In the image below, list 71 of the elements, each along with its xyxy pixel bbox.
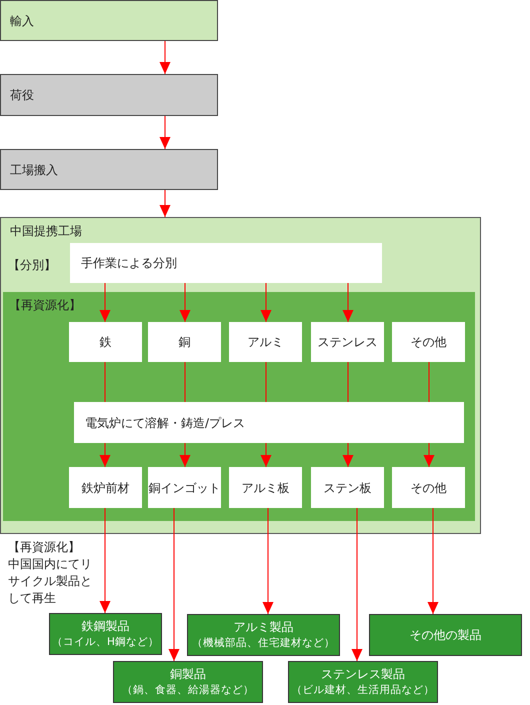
section-heading: 【分別】 [8, 257, 56, 274]
product-name: ステンレス製品 [321, 666, 405, 682]
product-detail: （ビル建材、生活用品など） [292, 683, 434, 698]
material-box [148, 467, 221, 508]
connector-line [104, 362, 106, 402]
connector-line [184, 362, 186, 402]
note-text: 中国国内にてリサイクル製品として再生 [8, 556, 93, 607]
panel-heading: 【再資源化】 [9, 297, 81, 313]
arrow [428, 508, 438, 614]
box-label: ステン板 [324, 480, 372, 496]
process-box [74, 402, 464, 443]
material-box [311, 322, 384, 362]
product-box [49, 613, 162, 655]
panel-heading: 中国提携工場 [10, 223, 82, 239]
box-label: アルミ [248, 334, 284, 350]
material-box [392, 467, 465, 508]
box-label: 鉄 [100, 334, 112, 350]
material-box [311, 467, 384, 508]
process-box [70, 243, 382, 283]
arrow [342, 442, 354, 468]
product-name: その他の製品 [410, 627, 482, 643]
process-box [0, 149, 218, 190]
material-box [229, 467, 302, 508]
box-label: ステンレス [318, 334, 378, 350]
box-label: その他 [410, 480, 446, 496]
box-label: 輸入 [10, 12, 34, 28]
product-name: 鉄鋼製品 [82, 618, 130, 634]
product-detail: （鍋、食器、給湯器など） [122, 683, 254, 698]
section-panel [3, 292, 475, 521]
arrow [100, 442, 110, 468]
box-label: その他 [410, 334, 446, 350]
container-box [0, 217, 481, 534]
product-name: 銅製品 [170, 666, 206, 682]
product-detail: （コイル、H鋼など） [52, 635, 159, 650]
box-label: 鉄炉前材 [82, 480, 130, 496]
box-label: 荷役 [10, 87, 34, 103]
section-heading: 【再資源化】 [8, 539, 80, 556]
arrow [168, 508, 180, 662]
material-box [69, 322, 142, 362]
box-label: 銅 [178, 334, 190, 350]
product-box [369, 614, 522, 656]
arrow [260, 442, 272, 468]
arrow [180, 282, 190, 322]
box-label: 手作業による分別 [81, 255, 177, 271]
material-box [392, 322, 465, 362]
product-box [113, 661, 263, 703]
arrow [352, 508, 362, 662]
process-box [0, 0, 218, 41]
arrow [180, 442, 190, 468]
arrow [424, 442, 434, 468]
material-box [148, 322, 221, 362]
product-box [187, 614, 340, 656]
material-box [69, 467, 142, 508]
box-label: 工場搬入 [10, 162, 58, 178]
arrow [100, 282, 110, 322]
arrow [160, 40, 170, 74]
arrow [262, 508, 274, 614]
arrow [100, 508, 110, 614]
material-box [229, 322, 302, 362]
process-box [0, 74, 218, 116]
box-label: 銅インゴット [148, 480, 220, 496]
product-box [288, 661, 438, 703]
box-label: アルミ板 [242, 480, 290, 496]
arrow [342, 282, 354, 322]
product-detail: （機械部品、住宅建材など） [192, 636, 335, 651]
arrow [260, 282, 272, 322]
arrow [160, 116, 170, 150]
box-label: 電気炉にて溶解・鋳造/プレス [85, 414, 246, 430]
arrow [160, 190, 170, 218]
product-name: アルミ製品 [234, 619, 294, 635]
connector-line [428, 362, 430, 402]
